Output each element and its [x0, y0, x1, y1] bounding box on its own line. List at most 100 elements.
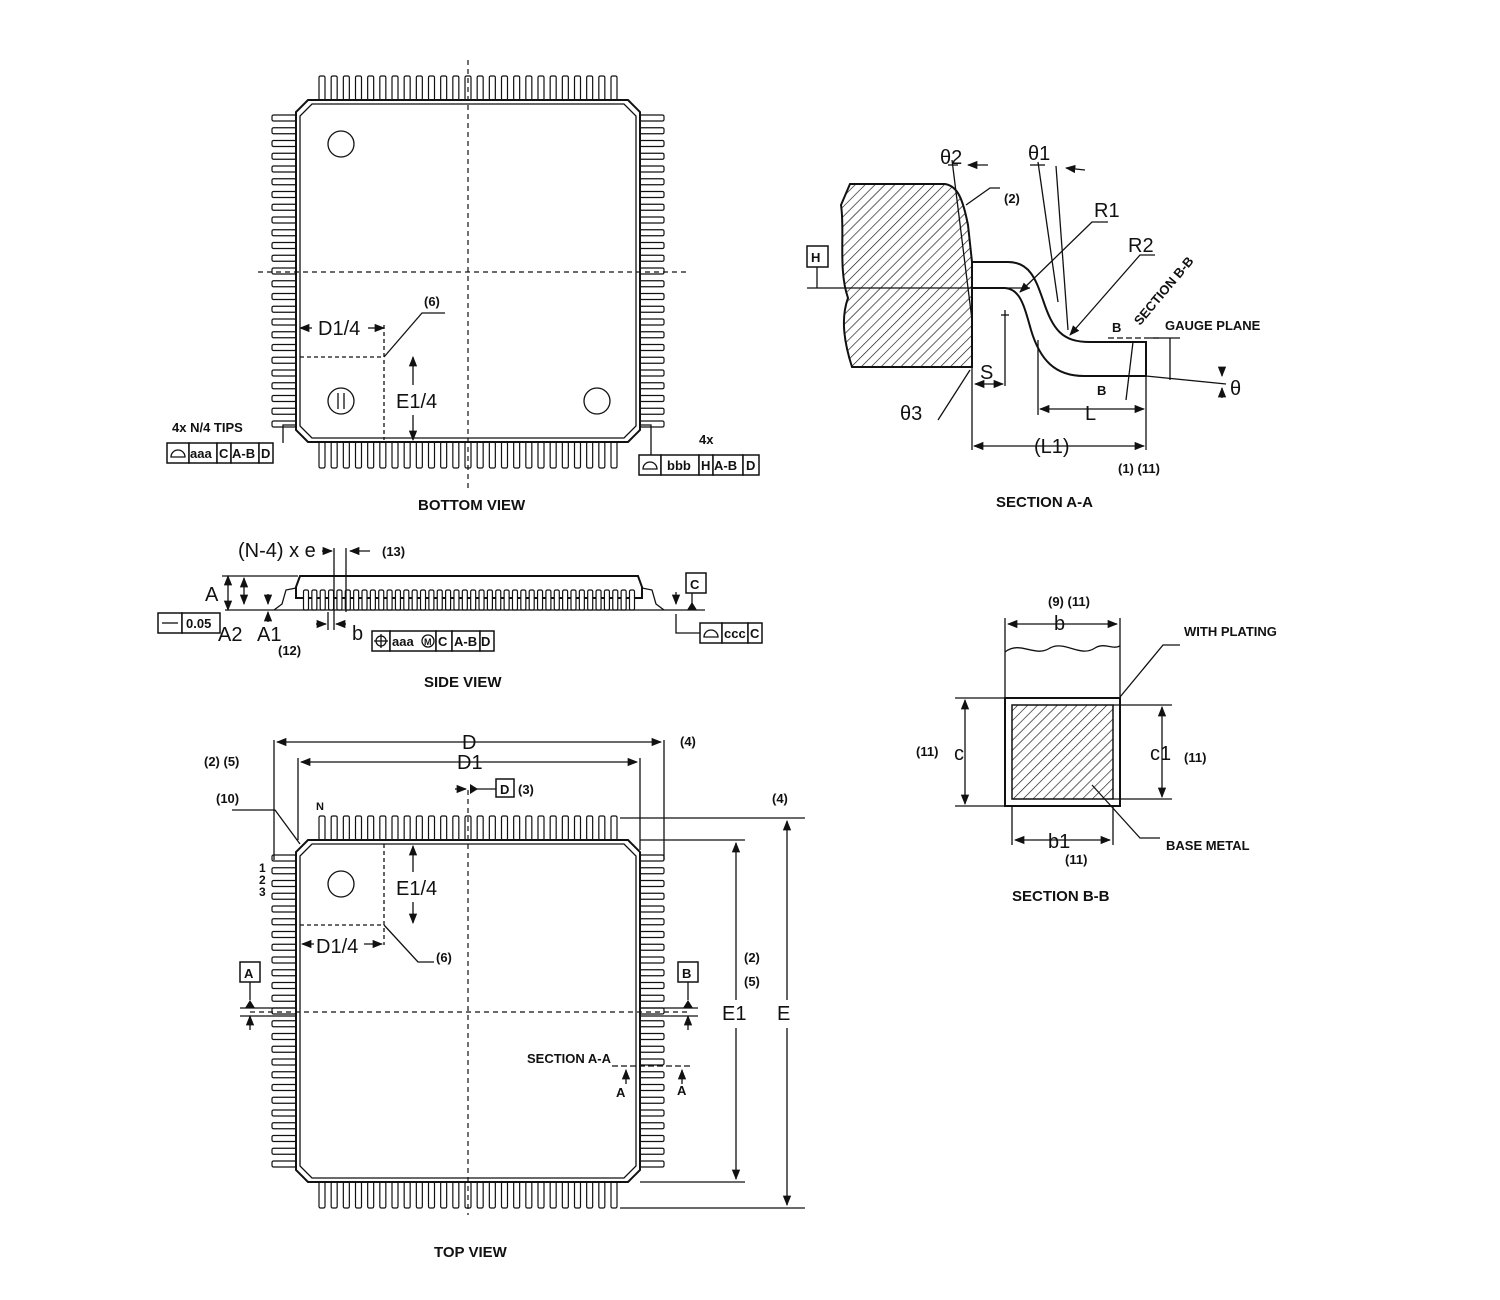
svg-text:A-B: A-B	[454, 634, 477, 649]
sv-a2: A2	[218, 624, 242, 646]
caption-side-view: SIDE VIEW	[424, 674, 502, 691]
lead-pin	[639, 267, 665, 275]
bb-c-note: (11)	[916, 744, 938, 759]
lead-pin	[612, 589, 619, 611]
section-bb-view: (9) (11) b WITH PLATING (11) c c1 (11) b…	[916, 594, 1277, 905]
lead-pin	[271, 854, 297, 862]
lead-pin	[639, 114, 665, 122]
bottom-view: D1/4 E1/4 (6) 4x N/4 TIPS aaa C A-B D 4x…	[166, 60, 760, 514]
lead-pin	[573, 75, 582, 101]
lead-pin	[500, 75, 509, 101]
lead-pin	[271, 203, 297, 211]
lead-pin	[639, 407, 665, 415]
section-bb-ref-upper: B	[1112, 320, 1121, 335]
pin1-marker-circle	[327, 130, 355, 158]
bb-c: c	[954, 743, 964, 765]
lead-pin	[573, 441, 582, 469]
lead-pin	[318, 815, 326, 841]
lead-pin	[587, 589, 594, 611]
sv-pitch: (N-4) x e	[238, 540, 316, 562]
lead-pin	[271, 879, 297, 888]
section-aa-notes: (1) (11)	[1118, 461, 1160, 476]
caption-top-view: TOP VIEW	[434, 1244, 508, 1261]
lead-pin	[598, 441, 606, 469]
lead-pin	[367, 441, 375, 469]
lead-pin	[573, 815, 582, 841]
bv-e1-quarter: E1/4	[396, 391, 437, 413]
lead-pin	[318, 75, 326, 101]
lead-pin	[271, 369, 297, 377]
lead-pin	[453, 589, 460, 611]
tv-pin-n: N	[316, 801, 324, 813]
lead-pin	[586, 1181, 594, 1209]
section-aa-note2: (2)	[1004, 191, 1020, 206]
lead-pin	[302, 589, 310, 611]
svg-text:C: C	[438, 634, 448, 649]
lead-pin	[271, 394, 297, 403]
theta1: θ1	[1028, 143, 1050, 165]
lead-pin	[639, 420, 665, 428]
lead-pin	[561, 815, 569, 841]
lead-pin	[525, 815, 533, 841]
lead-pin	[639, 1045, 665, 1053]
lead-pin	[639, 165, 665, 173]
lead-pin	[367, 815, 375, 841]
bv-fcf-right: bbb H A-B D	[638, 454, 760, 476]
lead-pin	[545, 589, 552, 611]
lead-pin	[586, 441, 594, 469]
lead-pin	[639, 1134, 665, 1143]
lead-pin	[639, 369, 665, 377]
lead-pin	[639, 229, 665, 237]
tv-note4-top: (4)	[680, 734, 696, 749]
lead-pin	[271, 1160, 297, 1168]
lead-pin	[495, 589, 502, 611]
svg-text:A-B: A-B	[232, 446, 255, 461]
lead-pin	[271, 892, 297, 900]
lead-pin	[639, 127, 665, 135]
lead-pin	[271, 943, 297, 951]
lead-pin	[639, 318, 665, 326]
dim-l1: (L1)	[1034, 436, 1070, 458]
lead-pin	[271, 981, 297, 990]
tv-arrow-a-left: A	[616, 1085, 626, 1100]
lead-pin	[452, 815, 460, 841]
lead-pin	[271, 1134, 297, 1143]
lead-pin	[411, 589, 418, 611]
lead-pin	[488, 815, 496, 841]
tv-note2: (2)	[744, 950, 760, 965]
lead-pin	[610, 1181, 618, 1209]
lead-pin	[549, 441, 557, 469]
lead-pin	[553, 589, 560, 611]
lead-pin	[639, 139, 665, 148]
lead-pin	[525, 1181, 533, 1209]
caption-bottom-view: BOTTOM VIEW	[418, 497, 526, 514]
lead-pin	[271, 1147, 297, 1155]
lead-pin	[639, 1147, 665, 1155]
lead-pin	[440, 815, 448, 841]
lead-pin	[379, 75, 387, 101]
lead-pin	[461, 589, 468, 611]
lead-pin	[427, 75, 436, 101]
lead-pin	[549, 1181, 557, 1209]
lead-pin	[536, 589, 544, 611]
lead-pin	[478, 589, 485, 611]
lead-pin	[525, 441, 533, 469]
bb-c1-note: (11)	[1184, 750, 1206, 765]
lead-pin	[486, 589, 493, 611]
lead-pin	[639, 854, 665, 862]
svg-text:M: M	[424, 637, 432, 647]
datum-h: H	[811, 250, 820, 265]
lead-pin	[639, 152, 665, 160]
lead-pin	[549, 815, 557, 841]
lead-pin	[271, 216, 297, 224]
lead-pin	[327, 589, 335, 611]
caption-section-aa: SECTION A-A	[996, 494, 1093, 511]
lead-pin	[639, 1160, 665, 1168]
lead-pin	[342, 1181, 350, 1209]
lead-pin	[271, 178, 297, 186]
side-view-pins	[302, 589, 636, 611]
lead-pin	[639, 956, 665, 964]
lead-pin	[361, 589, 368, 611]
svg-text:H: H	[701, 458, 710, 473]
